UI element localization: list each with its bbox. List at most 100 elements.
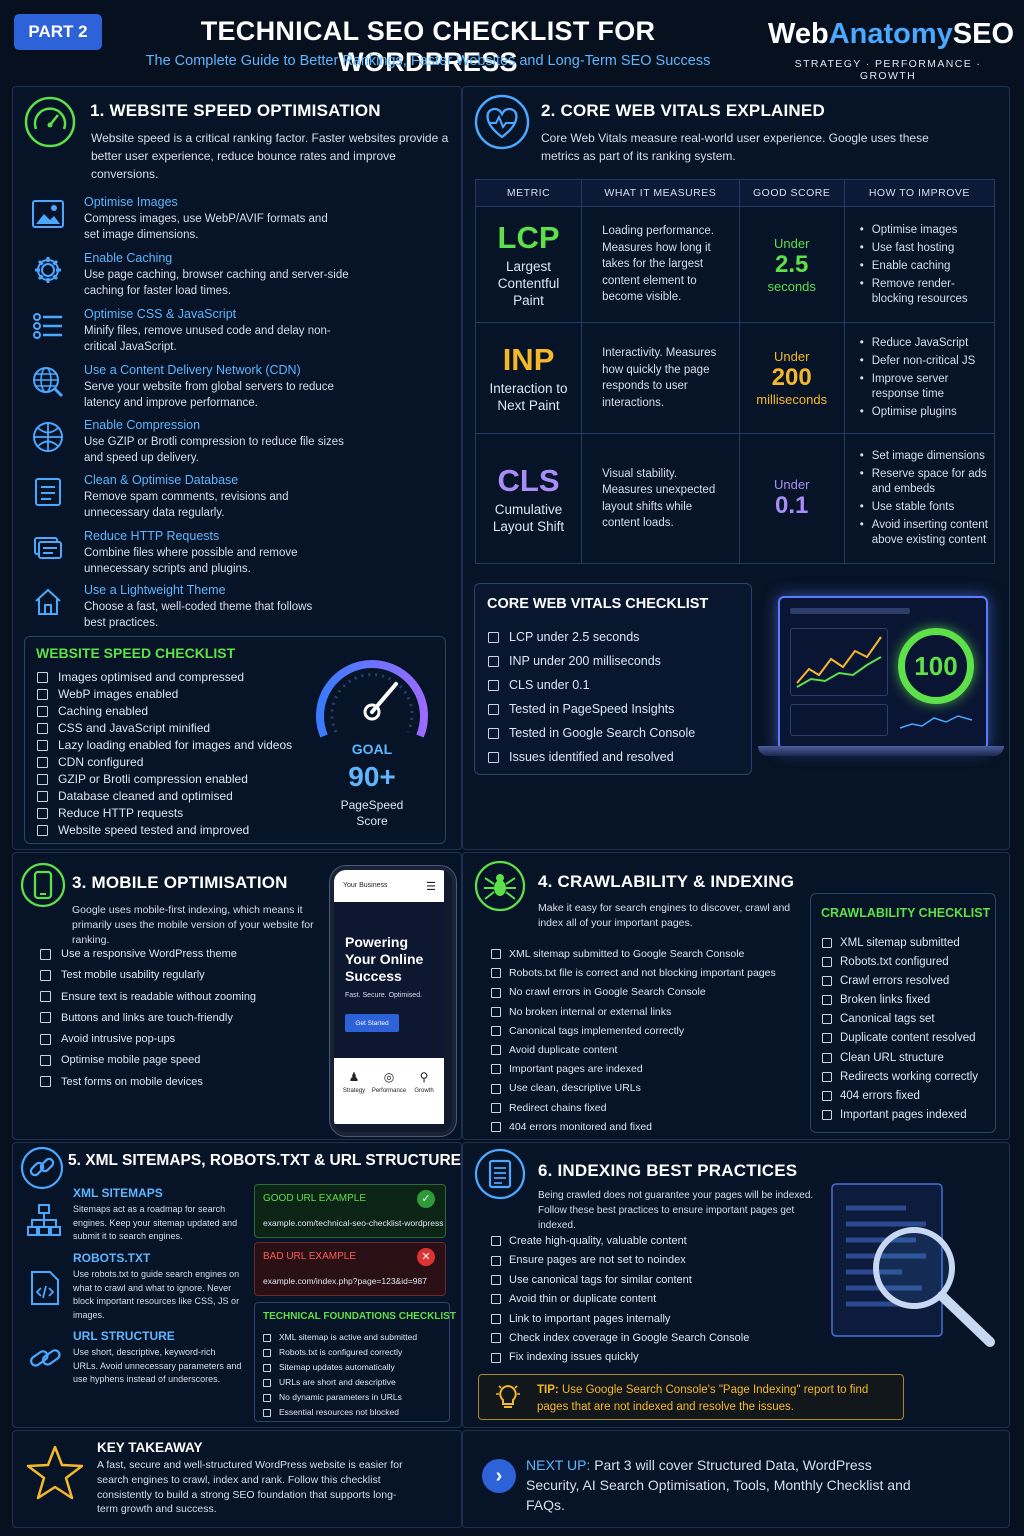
checkbox[interactable] xyxy=(822,957,832,968)
checklist-item[interactable]: Clean URL structure xyxy=(822,1049,978,1068)
checklist-item[interactable]: Optimise mobile page speed xyxy=(40,1050,256,1071)
checkbox[interactable] xyxy=(37,740,48,752)
checklist-item[interactable]: XML sitemap submitted to Google Search C… xyxy=(491,945,776,964)
checklist-item[interactable]: Lazy loading enabled for images and vide… xyxy=(37,737,292,754)
checkbox[interactable] xyxy=(491,987,501,998)
checklist-item[interactable]: Redirect chains fixed xyxy=(491,1099,776,1118)
checklist-item[interactable]: XML sitemap is active and submitted xyxy=(263,1330,417,1345)
checklist-item[interactable]: Robots.txt is configured correctly xyxy=(263,1345,417,1360)
checklist-item[interactable]: Create high-quality, valuable content xyxy=(491,1232,749,1251)
checkbox[interactable] xyxy=(263,1409,271,1418)
checklist-item[interactable]: Avoid intrusive pop-ups xyxy=(40,1029,256,1050)
checkbox[interactable] xyxy=(491,1313,501,1324)
checkbox[interactable] xyxy=(37,774,48,786)
checkbox[interactable] xyxy=(491,1352,501,1363)
checkbox[interactable] xyxy=(37,791,48,803)
checklist-item[interactable]: Duplicate content resolved xyxy=(822,1029,978,1048)
checklist-item[interactable]: Essential resources not blocked xyxy=(263,1405,417,1420)
checklist-item[interactable]: Sitemap updates automatically xyxy=(263,1360,417,1375)
checklist-item[interactable]: No broken internal or external links xyxy=(491,1003,776,1022)
checklist-item[interactable]: Images optimised and compressed xyxy=(37,669,292,686)
checkbox[interactable] xyxy=(263,1363,271,1372)
checklist-item[interactable]: Canonical tags set xyxy=(822,1010,978,1029)
checkbox[interactable] xyxy=(822,1014,832,1025)
checkbox[interactable] xyxy=(491,1026,501,1037)
checkbox[interactable] xyxy=(37,672,48,684)
checkbox[interactable] xyxy=(491,1006,501,1017)
checkbox[interactable] xyxy=(488,656,499,668)
checklist-item[interactable]: Avoid duplicate content xyxy=(491,1041,776,1060)
checkbox[interactable] xyxy=(491,949,501,960)
checklist-item[interactable]: Issues identified and resolved xyxy=(488,745,695,769)
checkbox[interactable] xyxy=(822,1071,832,1082)
checkbox[interactable] xyxy=(822,995,832,1006)
checklist-item[interactable]: Use a responsive WordPress theme xyxy=(40,944,256,965)
checkbox[interactable] xyxy=(491,1274,501,1285)
checklist-item[interactable]: Website speed tested and improved xyxy=(37,822,292,839)
checkbox[interactable] xyxy=(40,1076,51,1088)
checklist-item[interactable]: No dynamic parameters in URLs xyxy=(263,1390,417,1405)
checklist-item[interactable]: CDN configured xyxy=(37,754,292,771)
checklist-item[interactable]: INP under 200 milliseconds xyxy=(488,649,695,673)
checkbox[interactable] xyxy=(491,1333,501,1344)
checklist-item[interactable]: Link to important pages internally xyxy=(491,1310,749,1329)
checkbox[interactable] xyxy=(37,825,48,837)
checkbox[interactable] xyxy=(40,1055,51,1067)
checklist-item[interactable]: GZIP or Brotli compression enabled xyxy=(37,771,292,788)
checkbox[interactable] xyxy=(488,632,499,644)
checklist-item[interactable]: Ensure text is readable without zooming xyxy=(40,987,256,1008)
checkbox[interactable] xyxy=(488,704,499,716)
checkbox[interactable] xyxy=(488,728,499,740)
checkbox[interactable] xyxy=(822,1109,832,1120)
checklist-item[interactable]: CSS and JavaScript minified xyxy=(37,720,292,737)
checklist-item[interactable]: Avoid thin or duplicate content xyxy=(491,1290,749,1309)
checklist-item[interactable]: Use clean, descriptive URLs xyxy=(491,1079,776,1098)
checklist-item[interactable]: Tested in PageSpeed Insights xyxy=(488,697,695,721)
checkbox[interactable] xyxy=(37,706,48,718)
next-arrow-button[interactable]: › xyxy=(482,1459,516,1493)
checkbox[interactable] xyxy=(822,1052,832,1063)
checklist-item[interactable]: XML sitemap submitted xyxy=(822,934,978,953)
checklist-item[interactable]: Tested in Google Search Console xyxy=(488,721,695,745)
checklist-item[interactable]: Robots.txt configured xyxy=(822,953,978,972)
checkbox[interactable] xyxy=(40,1012,51,1024)
checkbox[interactable] xyxy=(822,1090,832,1101)
checklist-item[interactable]: 404 errors monitored and fixed xyxy=(491,1118,776,1137)
checkbox[interactable] xyxy=(491,1102,501,1113)
checklist-item[interactable]: Check index coverage in Google Search Co… xyxy=(491,1329,749,1348)
checklist-item[interactable]: URLs are short and descriptive xyxy=(263,1375,417,1390)
checkbox[interactable] xyxy=(40,991,51,1003)
checkbox[interactable] xyxy=(491,1255,501,1266)
nav-strategy[interactable]: ♟ Strategy xyxy=(336,1070,372,1094)
checkbox[interactable] xyxy=(37,808,48,820)
checkbox[interactable] xyxy=(822,1033,832,1044)
checkbox[interactable] xyxy=(263,1379,271,1388)
checkbox[interactable] xyxy=(488,680,499,692)
checkbox[interactable] xyxy=(491,1236,501,1247)
nav-performance[interactable]: ◎ Performance xyxy=(371,1070,407,1094)
checkbox[interactable] xyxy=(263,1333,271,1342)
checkbox[interactable] xyxy=(263,1394,271,1403)
checklist-item[interactable]: Important pages are indexed xyxy=(491,1060,776,1079)
checkbox[interactable] xyxy=(488,752,499,764)
checkbox[interactable] xyxy=(40,969,51,981)
checklist-item[interactable]: LCP under 2.5 seconds xyxy=(488,625,695,649)
checklist-item[interactable]: Canonical tags implemented correctly xyxy=(491,1022,776,1041)
checkbox[interactable] xyxy=(491,968,501,979)
checkbox[interactable] xyxy=(822,937,832,948)
checkbox[interactable] xyxy=(491,1064,501,1075)
checkbox[interactable] xyxy=(263,1348,271,1357)
menu-icon[interactable]: ☰ xyxy=(426,881,436,893)
checklist-item[interactable]: Use canonical tags for similar content xyxy=(491,1271,749,1290)
checkbox[interactable] xyxy=(40,948,51,960)
checkbox[interactable] xyxy=(491,1045,501,1056)
checklist-item[interactable]: Caching enabled xyxy=(37,703,292,720)
checkbox[interactable] xyxy=(40,1033,51,1045)
checklist-item[interactable]: Test mobile usability regularly xyxy=(40,965,256,986)
checkbox[interactable] xyxy=(491,1294,501,1305)
checklist-item[interactable]: Reduce HTTP requests xyxy=(37,805,292,822)
checkbox[interactable] xyxy=(822,976,832,987)
checkbox[interactable] xyxy=(37,723,48,735)
checklist-item[interactable]: Fix indexing issues quickly xyxy=(491,1348,749,1367)
get-started-button[interactable]: Get Started xyxy=(345,1014,399,1032)
